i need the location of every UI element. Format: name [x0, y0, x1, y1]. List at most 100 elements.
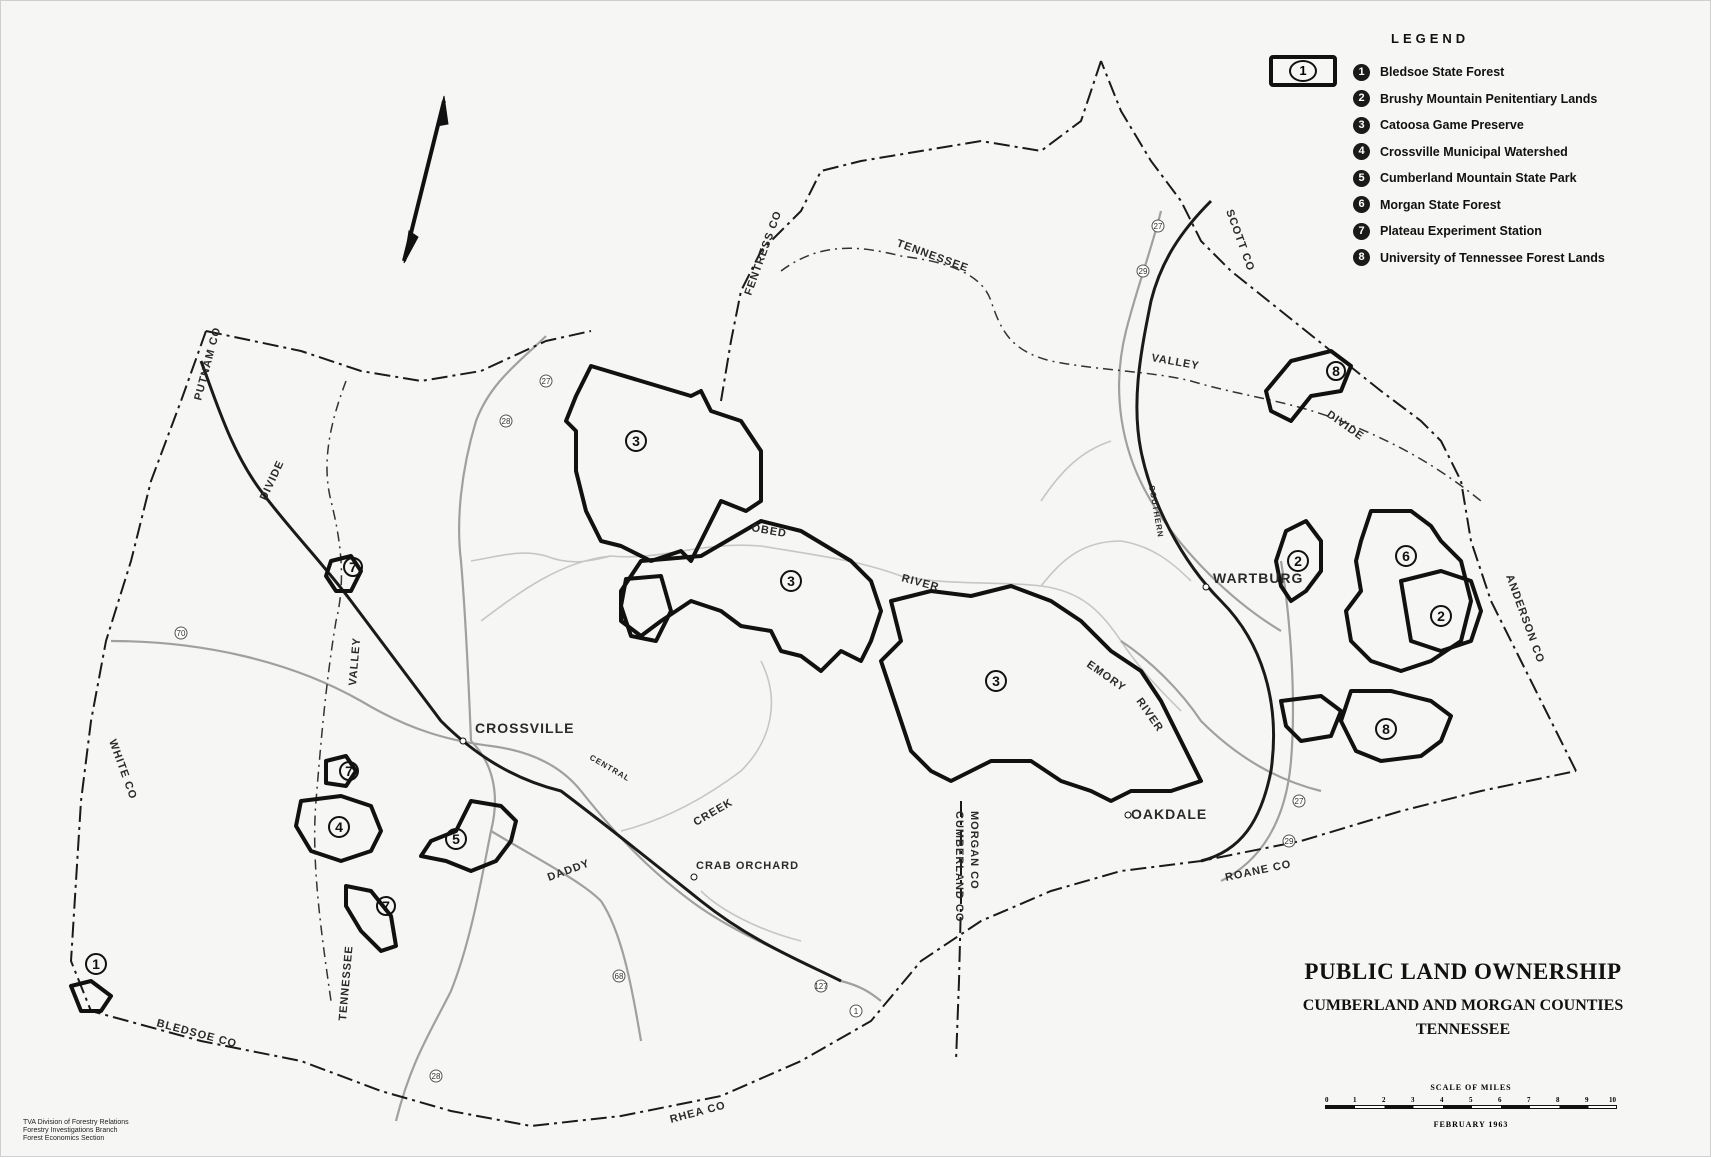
valley-divide: [313, 247, 1482, 1002]
parcel-1: [69, 979, 113, 1013]
label-white-co: WHITE CO: [106, 738, 139, 801]
route-shield: 68: [615, 972, 624, 981]
label-putnam-co: PUTNAM CO: [192, 326, 223, 402]
label-oakdale: OAKDALE: [1131, 806, 1207, 822]
label-divide-north: DIVIDE: [1324, 409, 1366, 443]
scale-tick: 9: [1585, 1096, 1589, 1104]
parcel-label-7b: 7: [345, 763, 353, 779]
route-shield: 28: [432, 1072, 441, 1081]
label-tennessee-south: TENNESSEE: [337, 945, 356, 1021]
parcel-label-3a: 3: [632, 433, 640, 449]
route-shield: 70: [177, 629, 186, 638]
parcel-label-5: 5: [452, 831, 460, 847]
scale-tick: 0: [1325, 1096, 1329, 1104]
label-daddy: DADDY: [546, 857, 592, 883]
parcel-label-7c: 7: [382, 898, 390, 914]
scale-tick: 3: [1411, 1096, 1415, 1104]
scale-tick: 6: [1498, 1096, 1502, 1104]
scale-tick: 10: [1609, 1096, 1616, 1104]
route-shield: 29: [1139, 267, 1148, 276]
legend-marker: 8: [1353, 249, 1370, 267]
parcel-2-brushy: [1399, 569, 1483, 653]
label-rhea-co: RHEA CO: [669, 1099, 727, 1125]
route-shield: 29: [1285, 837, 1294, 846]
parcel-number-labels: 3 3 3 2 6 2 8 8 7 7 4 5 7 1: [85, 361, 1452, 975]
legend-marker: 6: [1353, 196, 1370, 214]
map-credit: TVA Division of Forestry Relations Fores…: [23, 1119, 129, 1143]
route-shields: 27 28 27 29 70 1 68 127 27 29 28: [174, 219, 1306, 1083]
label-fentress-co: FENTRESS CO: [743, 209, 785, 297]
parcel-label-3b: 3: [787, 573, 795, 589]
label-wartburg: WARTBURG: [1213, 570, 1303, 586]
parcel-label-8a: 8: [1382, 721, 1390, 737]
legend-marker: 2: [1353, 90, 1370, 108]
parcel-5: [419, 799, 518, 873]
legend-item: 1 Bledsoe State Forest: [1353, 59, 1605, 86]
public-land-parcels: [69, 349, 1483, 1013]
legend-marker: 3: [1353, 116, 1370, 134]
label-valley-west: VALLEY: [347, 637, 363, 686]
scale-tick: 7: [1527, 1096, 1531, 1104]
label-scott-co: SCOTT CO: [1223, 208, 1256, 273]
credit-line: TVA Division of Forestry Relations: [23, 1119, 129, 1126]
label-crossville: CROSSVILLE: [475, 720, 574, 736]
parcel-label-7a: 7: [349, 559, 357, 575]
parcel-label-4: 4: [335, 819, 343, 835]
streams: [470, 440, 1192, 942]
legend-marker: 5: [1353, 169, 1370, 187]
label-morgan-co: MORGAN CO: [968, 811, 980, 890]
route-shield: 127: [814, 982, 828, 991]
parcel-4: [294, 794, 383, 863]
parcel-6-morgan: [1344, 509, 1473, 673]
legend-label: Crossville Municipal Watershed: [1380, 144, 1568, 159]
scale-bar: SCALE OF MILES 0 1 2 3 4 5 6 7 8 9 10 FE…: [1321, 1083, 1621, 1129]
parcel-2-wartburg: [1274, 519, 1323, 603]
legend-item: 4 Crossville Municipal Watershed: [1353, 139, 1605, 166]
label-crab-orchard: CRAB ORCHARD: [696, 860, 799, 872]
parcel-catoosa-central: [619, 519, 883, 673]
county-boundaries: [69, 60, 1577, 1128]
parcel-label-6: 6: [1402, 548, 1410, 564]
scale-tick: 8: [1556, 1096, 1560, 1104]
parcel-8-north: [1264, 349, 1353, 423]
scale-title: SCALE OF MILES: [1430, 1083, 1512, 1092]
parcel-8-west: [1279, 694, 1343, 743]
parcel-label-8b: 8: [1332, 363, 1340, 379]
label-central: CENTRAL: [588, 753, 632, 783]
scale-tick: 1: [1353, 1096, 1357, 1104]
parcel-label-3c: 3: [992, 673, 1000, 689]
label-creek: CREEK: [692, 796, 736, 828]
legend-marker: 1: [1353, 63, 1370, 81]
map-state: TENNESSEE: [1415, 1021, 1511, 1038]
north-arrow-icon: [402, 95, 449, 264]
parcel-label-2a: 2: [1294, 553, 1302, 569]
parcel-catoosa-south: [879, 584, 1203, 803]
legend-label: Brushy Mountain Penitentiary Lands: [1380, 91, 1598, 106]
credit-line: Forestry Investigations Branch: [23, 1127, 118, 1134]
label-roane-co: ROANE CO: [1224, 858, 1292, 884]
scale-graphic: 0 1 2 3 4 5 6 7 8 9 10: [1325, 1096, 1617, 1110]
parcel-catoosa-north: [564, 364, 763, 563]
route-shield: 27: [1154, 222, 1163, 231]
parcel-7-north: [324, 554, 363, 593]
scale-tick: 4: [1440, 1096, 1444, 1104]
parcel-label-1: 1: [92, 956, 100, 972]
legend-key-number: 1: [1289, 60, 1317, 82]
parcel-3-left: [619, 574, 673, 643]
scale-tick: 2: [1382, 1096, 1386, 1104]
railroads: [199, 199, 1275, 983]
parcel-7-mid: [324, 754, 358, 788]
label-river-obed: RIVER: [900, 572, 940, 594]
label-cumberland-co: CUMBERLAND CO: [953, 811, 965, 922]
route-shield: 1: [854, 1007, 859, 1016]
legend-label: Bledsoe State Forest: [1380, 65, 1505, 80]
label-divide-west: DIVIDE: [258, 459, 287, 503]
legend-marker: 4: [1353, 143, 1370, 161]
legend-item: 2 Brushy Mountain Penitentiary Lands: [1353, 86, 1605, 113]
label-emory: EMORY: [1084, 659, 1128, 695]
